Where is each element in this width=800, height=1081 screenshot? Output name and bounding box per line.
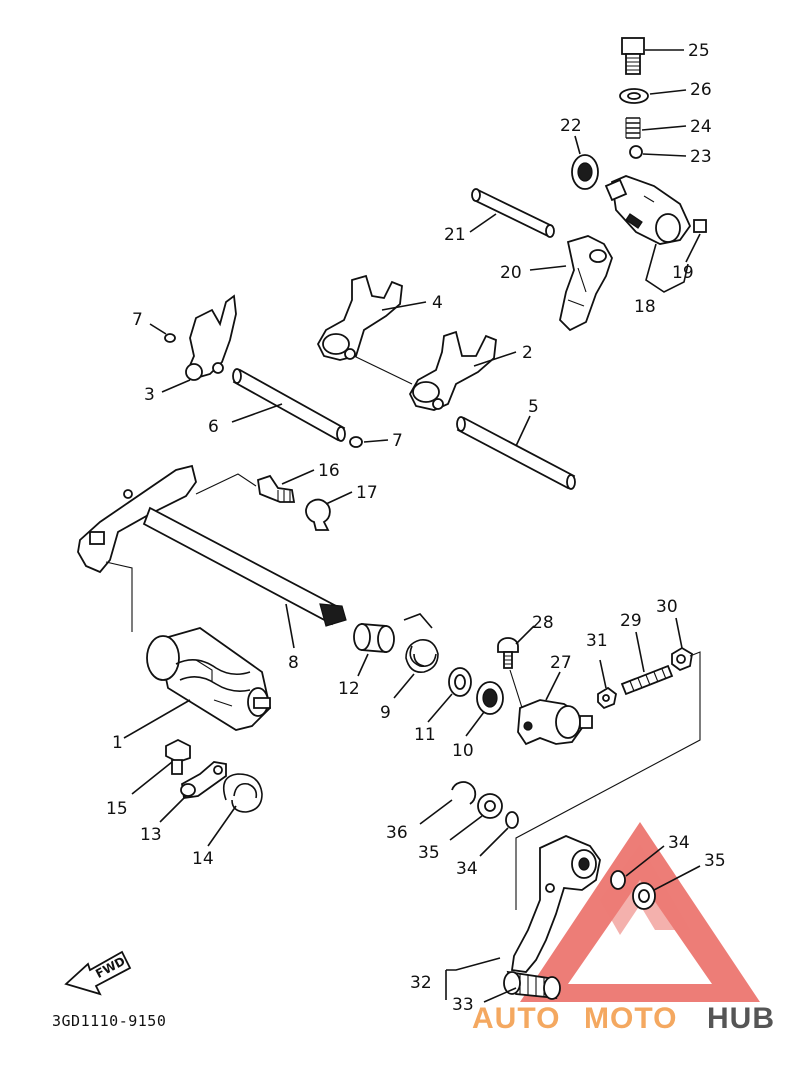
callout-17: 17	[356, 483, 378, 503]
callout-7a: 7	[132, 310, 143, 330]
callout-11: 11	[414, 725, 436, 745]
callout-14: 14	[192, 849, 214, 869]
catalog-code: 3GD1110-9150	[52, 1012, 166, 1030]
callout-18: 18	[634, 297, 656, 317]
callout-33: 33	[452, 995, 474, 1015]
part-24-spring	[625, 117, 641, 139]
part-16-bolt	[257, 474, 296, 503]
callout-26: 26	[690, 80, 712, 100]
callout-22: 22	[560, 116, 582, 136]
part-20-fork	[559, 235, 613, 332]
part-30-nut	[671, 646, 693, 672]
callout-20: 20	[500, 263, 522, 283]
part-14-spring	[222, 773, 263, 813]
part-1-shift-drum	[146, 627, 271, 731]
svg-text:AUTO: AUTO	[472, 1002, 560, 1035]
callout-24: 24	[690, 117, 712, 137]
callout-6: 6	[208, 417, 219, 437]
callout-25: 25	[688, 41, 710, 61]
callout-32: 32	[410, 973, 432, 993]
part-17-retainer	[305, 498, 331, 531]
part-7b-circlip	[349, 436, 363, 448]
callout-34a: 34	[456, 859, 478, 879]
callout-2: 2	[522, 343, 533, 363]
callout-7b: 7	[392, 431, 403, 451]
part-23-ball	[629, 145, 643, 159]
part-7-circlip	[164, 333, 176, 343]
callout-31: 31	[586, 631, 608, 651]
part-34b-oring	[610, 870, 626, 890]
part-25-bolt	[621, 37, 645, 75]
part-31-nut	[597, 686, 617, 710]
part-35a-washer	[477, 793, 503, 819]
part-12-collar	[353, 623, 395, 653]
callout-3: 3	[144, 385, 155, 405]
part-26-washer	[619, 88, 649, 104]
part-13-stopper-lever	[180, 761, 227, 800]
callout-34b: 34	[668, 833, 690, 853]
callout-15: 15	[106, 799, 128, 819]
callout-19: 19	[672, 263, 694, 283]
callout-16: 16	[318, 461, 340, 481]
callout-1: 1	[112, 733, 123, 753]
callout-30: 30	[656, 597, 678, 617]
callout-35a: 35	[418, 843, 440, 863]
part-15-bolt	[165, 738, 191, 775]
callout-28: 28	[532, 613, 554, 633]
part-5-rod	[456, 416, 576, 490]
svg-text:HUB: HUB	[707, 1002, 775, 1035]
part-8-shift-shaft	[77, 464, 347, 627]
part-10-seal	[476, 681, 504, 715]
callout-9: 9	[380, 703, 391, 723]
callout-35b: 35	[704, 851, 726, 871]
part-3-fork	[185, 294, 237, 381]
callout-12: 12	[338, 679, 360, 699]
part-9-spring	[403, 613, 439, 674]
callout-4: 4	[432, 293, 443, 313]
callout-21: 21	[444, 225, 466, 245]
part-29-rod	[620, 664, 674, 696]
part-32-shift-pedal	[510, 835, 601, 973]
part-11-washer	[448, 667, 472, 697]
part-34a-oring	[505, 811, 519, 829]
part-22-seal	[571, 154, 599, 190]
fwd-arrow-icon: FWD	[64, 950, 132, 996]
svg-text:MOTO: MOTO	[584, 1002, 677, 1035]
callout-36: 36	[386, 823, 408, 843]
callout-8: 8	[288, 653, 299, 673]
part-28-screw	[497, 637, 519, 669]
callout-27: 27	[550, 653, 572, 673]
callout-5: 5	[528, 397, 539, 417]
part-27-shift-arm	[517, 699, 593, 746]
watermark-text: AUTO MOTO HUB	[472, 1002, 775, 1035]
part-36-circlip	[451, 781, 477, 805]
part-21-rod	[471, 188, 555, 238]
part-19-pin	[693, 219, 707, 233]
part-6-rod	[232, 368, 346, 442]
callout-29: 29	[620, 611, 642, 631]
part-35b-washer	[632, 882, 656, 910]
callout-10: 10	[452, 741, 474, 761]
callout-13: 13	[140, 825, 162, 845]
part-4-fork	[316, 274, 403, 361]
callout-23: 23	[690, 147, 712, 167]
part-2-fork	[408, 330, 497, 411]
part-18-segment	[604, 175, 692, 245]
